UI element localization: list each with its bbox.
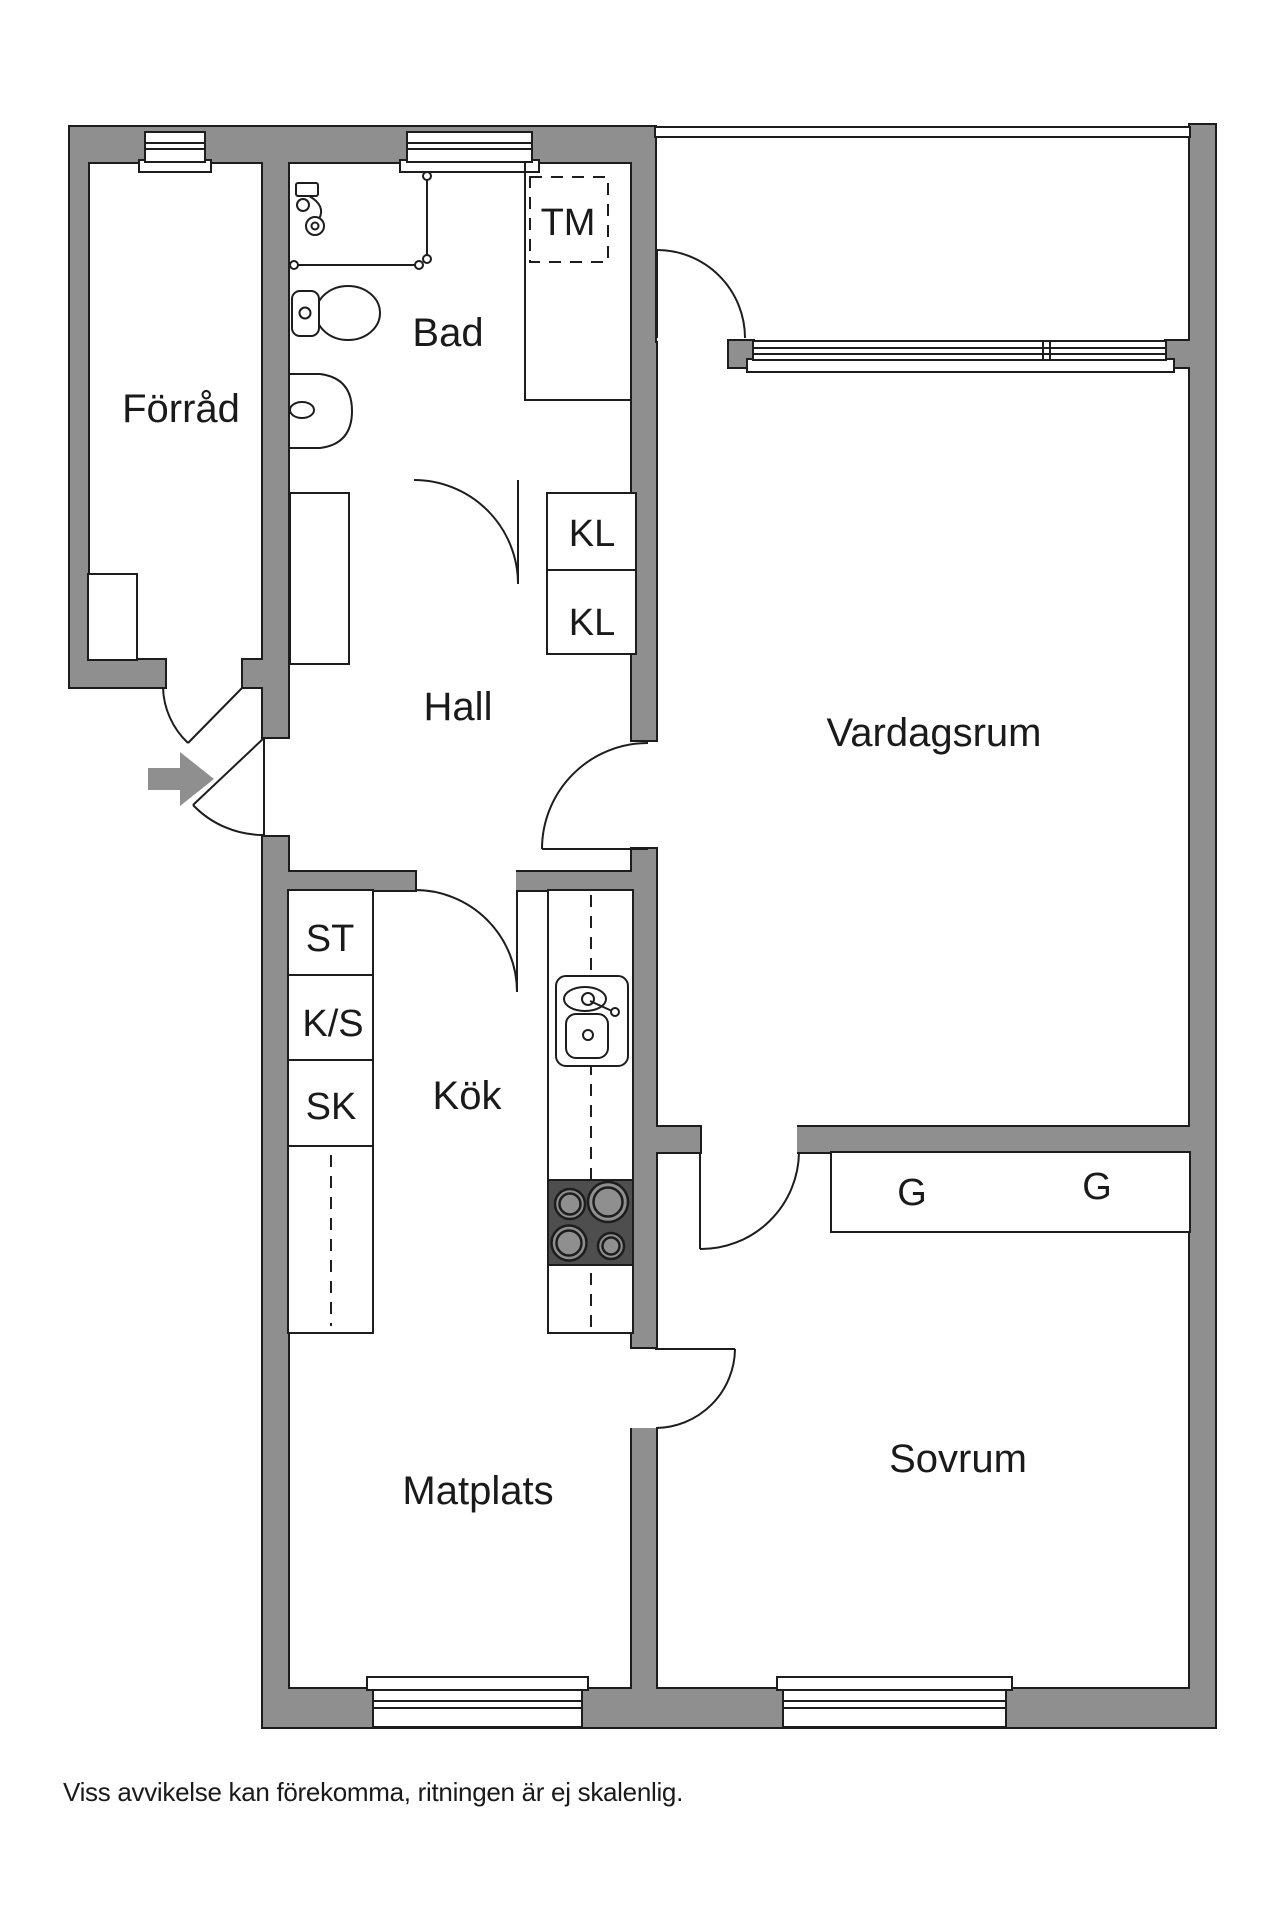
door-bad <box>413 479 519 585</box>
door-matplats-sovrum <box>655 1348 736 1429</box>
wall-kok-vardagsrum <box>632 849 656 1127</box>
closet-label-kl-lower: KL <box>569 602 615 644</box>
closet-label-st: ST <box>306 918 355 960</box>
door-kok <box>414 889 518 993</box>
room-label-hall: Hall <box>424 685 493 729</box>
door-vardagsrum-sovrum <box>699 1151 800 1251</box>
wall-left <box>70 127 88 687</box>
bathroom-sink-icon <box>288 373 354 449</box>
wall-matplats-sovrum-lower <box>632 1428 656 1691</box>
wall-west-lower <box>263 837 288 1689</box>
room-label-matplats: Matplats <box>402 1469 553 1513</box>
washing-machine-space <box>524 162 632 401</box>
wall-balcony-left <box>632 127 655 343</box>
wall-matplats-sovrum-upper <box>632 1127 656 1347</box>
shower-mixer-icon <box>295 182 325 236</box>
wall-kok-top-left <box>288 872 415 890</box>
closet-label-kl-upper: KL <box>569 513 615 555</box>
closet-label-g-left: G <box>897 1172 927 1214</box>
closet-label-ks: K/S <box>302 1003 363 1045</box>
window-vardagsrum <box>746 340 1175 373</box>
room-label-sovrum: Sovrum <box>889 1437 1027 1481</box>
wall-right <box>1190 125 1215 1727</box>
windows <box>138 131 1175 1728</box>
doors <box>162 249 800 1429</box>
room-label-vardagsrum: Vardagsrum <box>827 711 1042 755</box>
kitchen-cabinets-left <box>287 889 374 1334</box>
window-matplats <box>366 1676 589 1728</box>
disclaimer-text: Viss avvikelse kan förekomma, ritningen … <box>63 1777 683 1807</box>
balcony-railing <box>654 126 1191 138</box>
toilet-icon <box>291 285 381 341</box>
door-balcony <box>656 249 746 339</box>
window-sovrum <box>776 1676 1013 1728</box>
closet-label-g-right: G <box>1082 1166 1112 1208</box>
room-label-bad: Bad <box>412 311 483 355</box>
closet-kl-lower <box>546 569 637 655</box>
shower-curtain-rail <box>289 171 432 270</box>
room-label-kok: Kök <box>433 1074 503 1118</box>
kitchen-sink-icon <box>555 975 629 1067</box>
hall-wardrobe <box>289 492 350 665</box>
door-hall-vardagsrum <box>541 742 649 850</box>
room-label-forrad: Förråd <box>122 387 240 431</box>
wall-kok-top-right <box>516 872 634 890</box>
window-forrad <box>138 131 212 173</box>
wall-sovrum-divider <box>797 1127 1190 1152</box>
wall-west-upper <box>263 162 288 737</box>
labels: Förråd Bad TM Hall Vardagsrum KL KL ST K… <box>63 202 1112 1807</box>
door-entrance <box>192 737 265 837</box>
door-forrad-entry <box>162 686 244 744</box>
sovrum-wardrobes <box>830 1151 1191 1233</box>
wall-forrad-bottom <box>70 660 165 687</box>
wall-sovrum-divider-stub <box>654 1127 700 1152</box>
kitchen-counter <box>547 889 634 1334</box>
closet-label-sk: SK <box>306 1086 357 1128</box>
window-bad <box>399 131 540 173</box>
stove-icon <box>547 1179 634 1266</box>
forrad-niche <box>87 573 138 661</box>
closet-label-tm: TM <box>541 202 596 244</box>
entry-arrow-icon <box>148 752 214 806</box>
